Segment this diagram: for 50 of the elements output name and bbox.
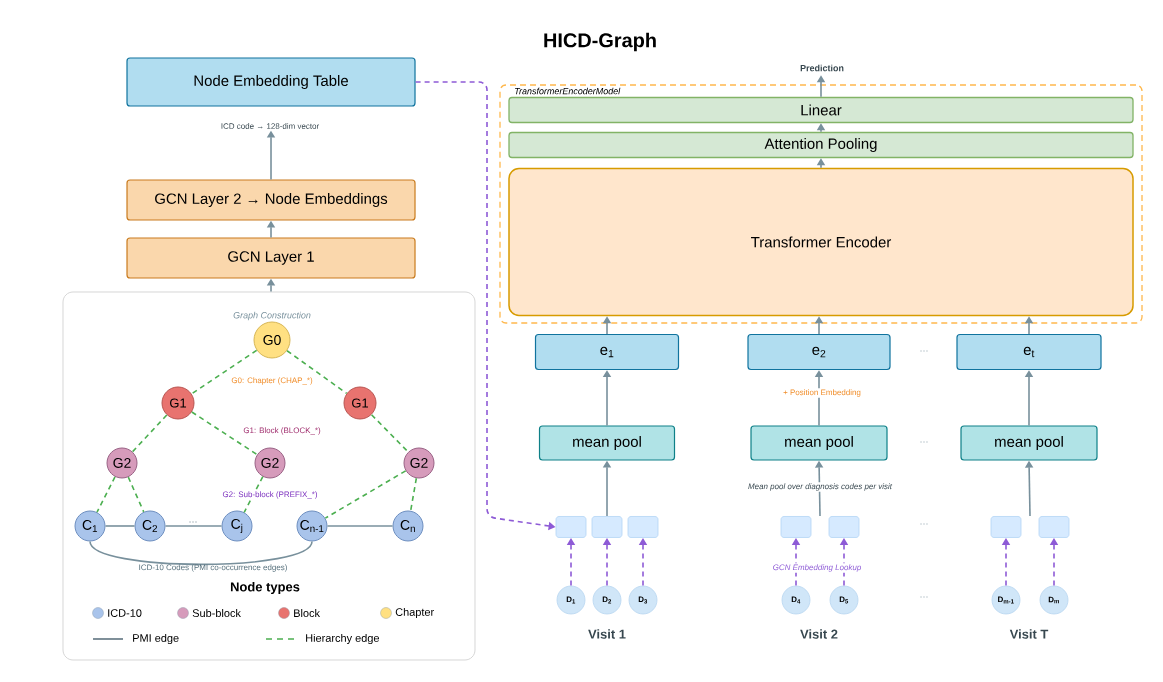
legend-label: PMI edge [133, 633, 179, 645]
process-box: e$_{t}$ [956, 333, 1102, 371]
visit-label: Visit 1 [588, 629, 626, 639]
connector [191, 411, 258, 456]
connector [190, 349, 258, 395]
embedding-square [591, 516, 623, 538]
embedding-square [780, 516, 812, 538]
ellipsis: ··· [189, 521, 197, 523]
connector [326, 525, 394, 527]
pooling-box: mean pool [538, 425, 676, 461]
diagram-title: HICD-Graph [544, 32, 656, 52]
legend-label: Hierarchy edge [306, 633, 379, 645]
embedding-square [555, 516, 587, 538]
pooling-box: mean pool [960, 425, 1098, 461]
embedding-square [990, 516, 1022, 538]
embedding-square [1038, 516, 1070, 538]
visit-label: Visit 2 [800, 629, 838, 639]
legend-label: Sub-block [192, 608, 241, 617]
process-box: e$_{2}$ [747, 333, 891, 371]
legend-label: Block [294, 608, 320, 617]
ellipsis: ··· [920, 441, 928, 443]
embedding-square [627, 516, 659, 538]
connector [127, 476, 145, 513]
encoder-box: Transformer Encoder [508, 167, 1134, 317]
connector [286, 349, 348, 395]
connector [409, 477, 418, 512]
process-box: GCN Layer 1 [126, 237, 416, 279]
legend-label: Chapter [395, 607, 434, 619]
connector [89, 540, 313, 566]
ellipsis: ··· [920, 523, 928, 525]
connector [370, 413, 409, 453]
pooling-box: mean pool [750, 425, 888, 461]
connector [104, 525, 136, 527]
connector [164, 525, 223, 527]
connector [131, 414, 168, 453]
connector [243, 475, 264, 514]
ellipsis: ··· [920, 596, 928, 598]
layer-box: Linear [508, 96, 1134, 124]
output-label: Prediction [800, 64, 844, 72]
connector [324, 470, 407, 519]
layer-box: Attention Pooling [508, 131, 1134, 159]
process-box: Node Embedding Table [126, 57, 416, 107]
legend-label: ICD-10 [108, 609, 142, 617]
legend-title: Node types [230, 581, 300, 595]
embedding-square [828, 516, 860, 538]
visit-label: Visit T [1009, 629, 1049, 639]
process-box: GCN Layer 2 → Node Embeddings [126, 179, 416, 221]
process-box: e$_{1}$ [534, 333, 680, 371]
connector [96, 476, 116, 513]
ellipsis: ··· [920, 350, 928, 352]
